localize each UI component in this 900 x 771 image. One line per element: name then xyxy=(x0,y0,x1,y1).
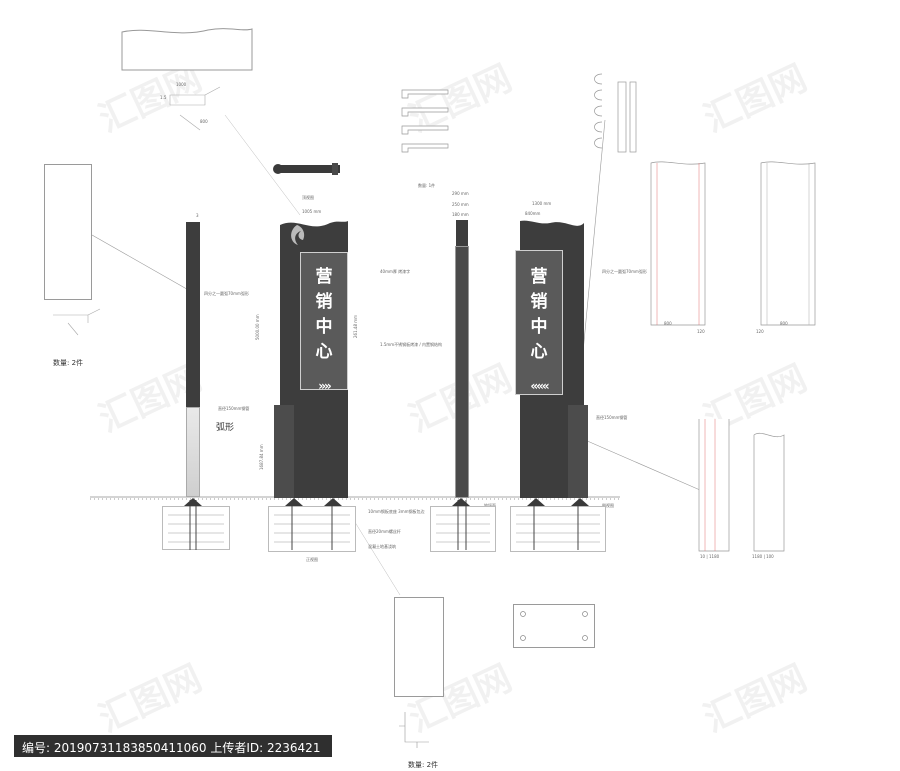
back-char-1: 营 xyxy=(530,267,548,287)
note-bolt: 直径20mm螺丝杆 xyxy=(368,529,401,534)
note-concrete: 混凝土地基浇筑 xyxy=(368,544,396,549)
dim-small-top: 3 xyxy=(196,213,199,218)
note-pipe-right: 直径150mm钢管 xyxy=(596,415,628,420)
right-dim-d: 800 xyxy=(780,321,788,326)
front-sign-face: 营 销 中 心 »» xyxy=(300,252,348,393)
qty-bottom: 数量: 2件 xyxy=(408,761,439,769)
note-r70-left: 四分之一圆弧70mm弧形 xyxy=(204,291,249,296)
note-base: 10mm钢板底座 3mm钢板包边 xyxy=(368,509,425,514)
footer-text: 编号: 20190731183850411060 上传者ID: 2236421 xyxy=(22,741,321,755)
bottom-detail-lines xyxy=(399,712,429,748)
dim-1300: 1300 mm xyxy=(532,201,552,206)
foundation-3 xyxy=(430,506,496,552)
logo-icon xyxy=(291,225,305,245)
footer-bar xyxy=(14,735,332,757)
note-side: 侧视图 xyxy=(602,503,614,508)
note-front-view: 正视图 xyxy=(306,557,318,562)
dim-840: 840mm xyxy=(525,211,541,216)
dim-1005: 1005 mm xyxy=(302,209,322,214)
sign-char-4: 心 xyxy=(315,342,333,362)
note-pipe-left: 直径150mm钢管 xyxy=(218,406,250,411)
dim-180: 180 mm xyxy=(452,212,469,217)
side-column-left xyxy=(186,222,200,407)
right-elevation-2 xyxy=(760,161,816,326)
note-40mm: 40mm厚 烤漆字 xyxy=(380,269,411,274)
sign-char-1: 营 xyxy=(315,267,333,287)
bottom-plate-outline xyxy=(513,604,595,648)
arrows-right: »» xyxy=(318,379,331,393)
right-lower-dim: 10 | 1180 xyxy=(700,554,720,559)
plan-label: 顶视图 xyxy=(302,195,314,200)
back-sign-face: 营 销 中 心 ««« xyxy=(515,250,563,395)
note-15mm: 1.5mm不锈钢板烤漆 / 内置钢结构 xyxy=(380,342,443,347)
arc-label: 弧形 xyxy=(216,423,235,433)
right-lower-dim2: 1180 | 100 xyxy=(752,554,774,559)
back-char-3: 中 xyxy=(530,317,548,337)
front-sign-lower xyxy=(274,405,294,498)
small-dim-2: 1.5 xyxy=(160,95,167,100)
bottom-panel-outline xyxy=(394,597,444,697)
right-lower-1 xyxy=(698,419,730,552)
side-column-mid-top xyxy=(456,220,468,246)
qty-1: 数量: 1件 xyxy=(418,183,436,188)
small-dim-1: 1000 xyxy=(176,82,187,87)
left-detail-lines xyxy=(53,308,101,336)
right-dim-b: 120 xyxy=(697,329,705,334)
sign-char-2: 销 xyxy=(315,292,333,312)
right-dim-a: 800 xyxy=(664,321,672,326)
back-sign-lower xyxy=(568,405,588,498)
hook-drawing xyxy=(594,73,637,153)
qty-left: 数量: 2件 xyxy=(53,359,84,367)
right-note: 四分之一圆弧70mm弧形 xyxy=(602,269,647,274)
plan-view xyxy=(273,163,340,175)
left-panel-outline xyxy=(44,164,92,300)
back-sign-top xyxy=(520,220,584,245)
top-view-outline xyxy=(121,28,253,71)
small-dim-3: 800 xyxy=(200,119,208,124)
detail-lines-1 xyxy=(169,86,221,131)
dim-290: 290 mm xyxy=(452,191,469,196)
sign-char-3: 中 xyxy=(315,317,333,337)
note-ground: 地坪面 xyxy=(484,504,496,508)
right-lower-2 xyxy=(753,432,785,552)
bracket-drawing xyxy=(401,89,449,153)
arrows-left: ««« xyxy=(530,379,549,393)
bottom-plate-holes xyxy=(520,611,588,641)
dim-250: 250 mm xyxy=(452,202,469,207)
back-char-2: 销 xyxy=(530,292,548,312)
side-column-mid xyxy=(455,246,469,498)
right-elevation-1 xyxy=(650,161,706,326)
right-dim-c: 120 xyxy=(756,329,764,334)
side-column-left-base xyxy=(186,407,200,497)
foundation-2 xyxy=(268,506,356,552)
back-char-4: 心 xyxy=(530,342,548,362)
foundation-4 xyxy=(510,506,606,552)
